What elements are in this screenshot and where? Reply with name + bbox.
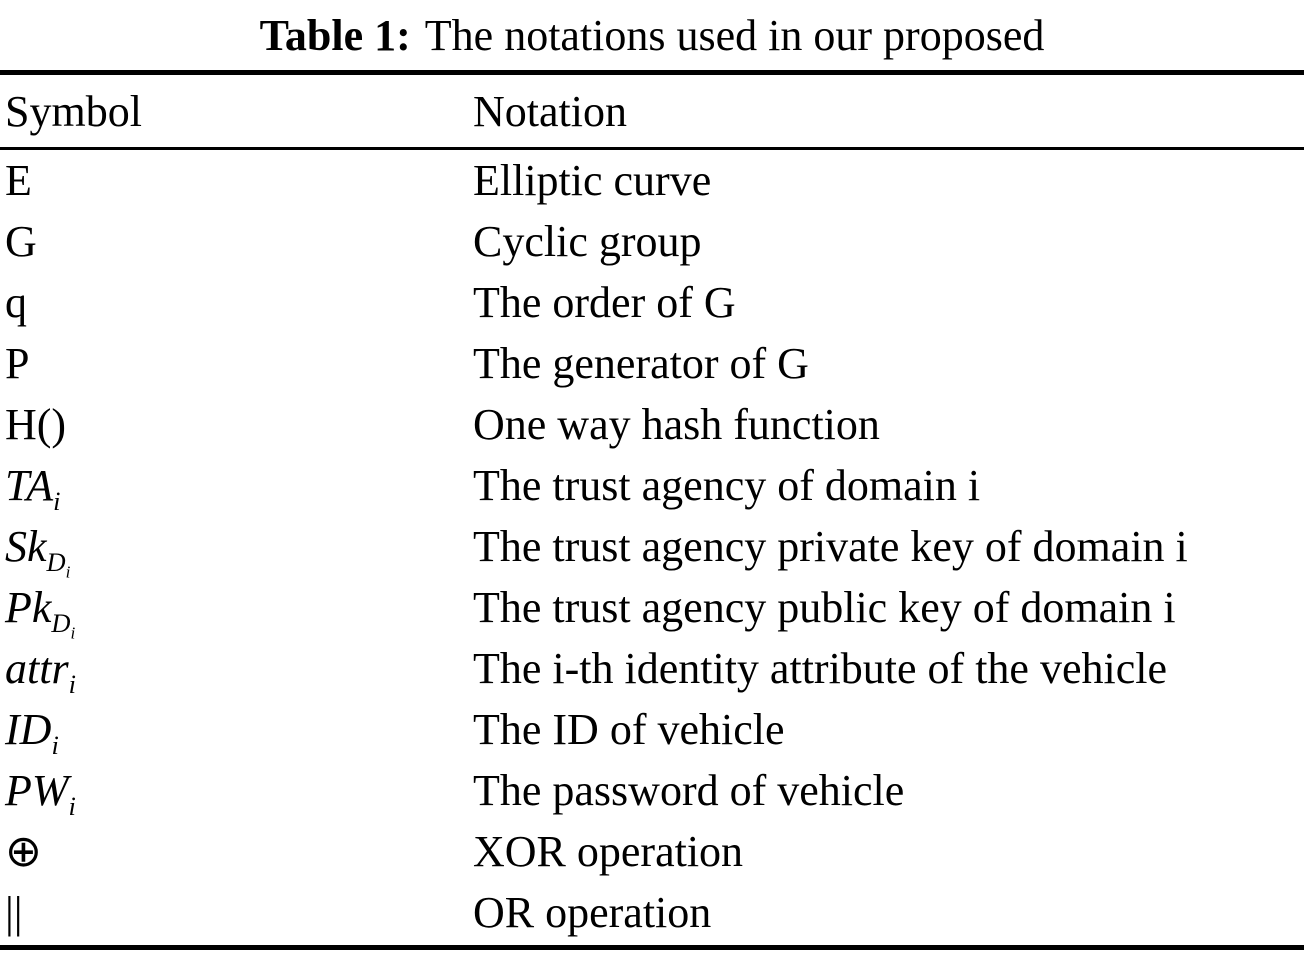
notation-cell: The i-th identity attribute of the vehic… [473,644,1167,693]
concat-symbol: || [5,888,23,937]
notation-cell: The password of vehicle [473,766,905,815]
symbol-subscript: i [68,668,76,699]
symbol-cell: || [0,887,473,938]
symbol-text: H() [5,399,67,449]
symbol-cell: TAi [0,460,473,514]
symbol-subscript: i [51,729,59,760]
table-caption-text: The notations used in our proposed [424,11,1045,60]
notation-cell: The trust agency public key of domain i [473,583,1176,632]
symbol-text: Sk [5,521,47,571]
notation-cell: The trust agency of domain i [473,461,981,510]
table-row: G Cyclic group [0,211,1304,272]
symbol-cell: PkDi [0,582,473,641]
notation-cell: The ID of vehicle [473,705,785,754]
table-row: P The generator of G [0,333,1304,394]
table-body: E Elliptic curve G Cyclic group q The or… [0,150,1304,943]
table-row: q The order of G [0,272,1304,333]
symbol-cell: q [0,277,473,328]
symbol-text: ID [5,704,52,754]
table-row: PWi The password of vehicle [0,760,1304,821]
symbol-cell: SkDi [0,521,473,580]
symbol-text: attr [5,643,69,693]
symbol-cell: P [0,338,473,389]
table-row: ⊕ XOR operation [0,821,1304,882]
notation-cell: The order of G [473,278,736,327]
table-row: || OR operation [0,882,1304,943]
symbol-cell: H() [0,399,473,450]
notation-cell: OR operation [473,888,712,937]
table-row: TAi The trust agency of domain i [0,455,1304,516]
notation-cell: The generator of G [473,339,809,388]
notation-cell: Cyclic group [473,217,702,266]
symbol-text: P [5,338,30,388]
table-rule-top [0,70,1304,75]
symbol-cell: E [0,155,473,206]
table-header-row: Symbol Notation [0,75,1304,147]
table-row: H() One way hash function [0,394,1304,455]
symbol-cell: G [0,216,473,267]
table-row: attri The i-th identity attribute of the… [0,638,1304,699]
symbol-subscript: D [51,607,71,638]
table-row: E Elliptic curve [0,150,1304,211]
symbol-subsubscript: i [65,562,71,582]
table-row: IDi The ID of vehicle [0,699,1304,760]
table-rule-bottom [0,945,1304,950]
symbol-subscript: i [68,790,76,821]
symbol-subsubscript: i [70,623,76,643]
symbol-cell: IDi [0,704,473,758]
symbol-text: PW [5,765,69,815]
table-caption: Table 1: The notations used in our propos… [0,0,1304,66]
notation-cell: One way hash function [473,400,880,449]
symbol-subscript: i [53,485,61,516]
header-symbol: Symbol [5,86,142,136]
symbol-text: G [5,216,37,266]
notation-cell: Elliptic curve [473,156,712,205]
table-caption-label: Table 1: [259,11,411,60]
table-row: SkDi The trust agency private key of dom… [0,516,1304,580]
table-row: PkDi The trust agency public key of doma… [0,577,1304,641]
symbol-cell: ⊕ [0,826,473,877]
symbol-cell: attri [0,643,473,697]
symbol-text: q [5,277,27,327]
table-rule-header [0,147,1304,150]
notation-cell: The trust agency private key of domain i [473,522,1188,571]
symbol-text: Pk [5,582,52,632]
symbol-cell: PWi [0,765,473,819]
symbol-subscript: D [46,546,66,577]
symbol-text: E [5,155,32,205]
notation-cell: XOR operation [473,827,744,876]
symbol-text: TA [5,460,54,510]
xor-symbol: ⊕ [5,827,42,876]
header-notation: Notation [473,86,627,136]
